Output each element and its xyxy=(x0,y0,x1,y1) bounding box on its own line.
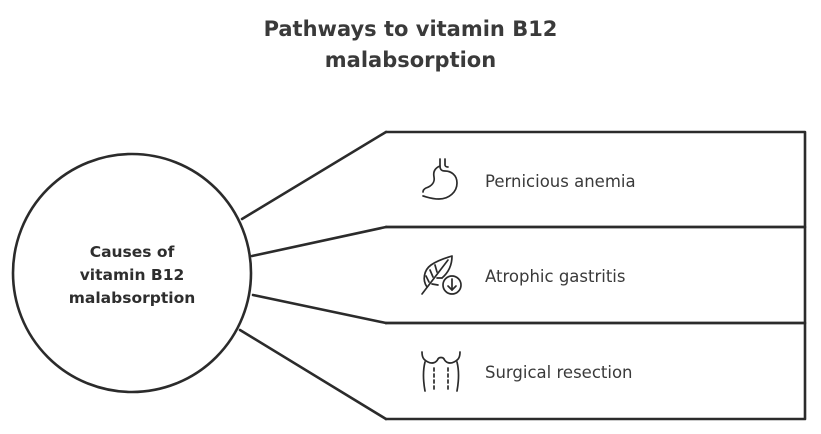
branch-label-atrophic-gastritis: Atrophic gastritis xyxy=(485,267,626,286)
leaf-down-arrow-icon xyxy=(418,252,464,298)
branch-label-surgical-resection: Surgical resection xyxy=(485,363,633,382)
connector-top xyxy=(240,130,388,221)
connector-bottom xyxy=(238,328,388,421)
connector-lower-middle xyxy=(251,293,388,325)
center-circle xyxy=(11,152,253,394)
diagram-title: Pathways to vitamin B12 malabsorption xyxy=(0,14,821,76)
diagram-title-line-2: malabsorption xyxy=(324,48,497,72)
center-label-line-3: malabsorption xyxy=(68,289,196,307)
center-node-label: Causes of vitamin B12 malabsorption xyxy=(27,241,237,310)
center-label-line-1: Causes of xyxy=(89,243,175,261)
branch-label-pernicious-anemia: Pernicious anemia xyxy=(485,172,636,191)
diagram-title-line-1: Pathways to vitamin B12 xyxy=(263,17,558,41)
torso-icon xyxy=(418,348,464,394)
branch-box-surgical-resection xyxy=(384,321,807,421)
connector-upper-middle xyxy=(250,225,388,258)
stomach-icon xyxy=(418,156,464,202)
center-label-line-2: vitamin B12 xyxy=(79,266,185,284)
